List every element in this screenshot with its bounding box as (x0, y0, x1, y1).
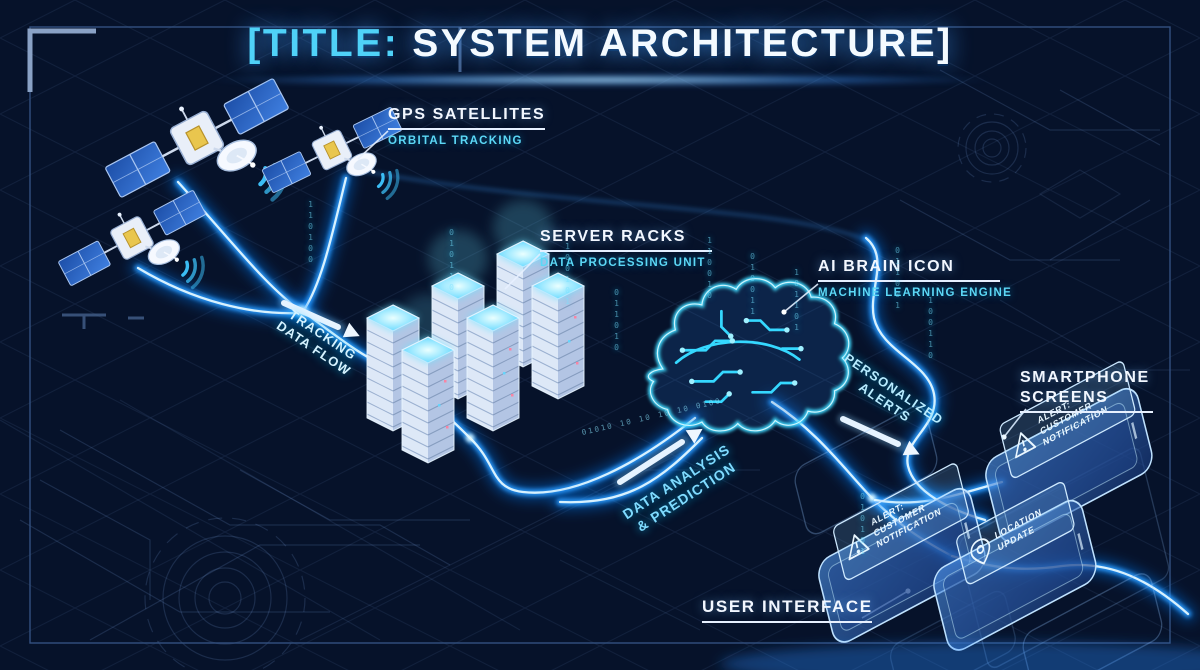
title-prefix: [TITLE: (247, 22, 400, 65)
diagram-title: [TITLE: SYSTEM ARCHITECTURE] (0, 22, 1200, 66)
title-main: SYSTEM ARCHITECTURE] (412, 22, 953, 65)
alerts-arrow-icon (840, 416, 920, 456)
callout-smartphone: SMARTPHONE SCREENS (1020, 369, 1153, 413)
bottom-glow (720, 642, 1200, 670)
server-racks-group (367, 200, 584, 463)
location-pin-icon (970, 538, 991, 565)
server-tower (467, 305, 519, 431)
callout-gps: GPS SATELLITES ORBITAL TRACKING (388, 106, 545, 147)
callout-gps-subtitle: ORBITAL TRACKING (388, 135, 523, 147)
callout-brain-title: AI BRAIN ICON (818, 258, 1000, 282)
binary-column: 010011 (748, 252, 757, 318)
binary-column: 100101 (563, 242, 572, 308)
binary-column: 011010 (612, 288, 621, 354)
binary-column: 010101 (858, 492, 867, 558)
callout-smartphone-line2: SCREENS (1020, 389, 1153, 413)
warning-triangle-icon (848, 534, 870, 561)
blueprint-frame (27, 26, 1171, 644)
binary-column: 010110 (447, 228, 456, 294)
callout-server-title: SERVER RACKS (540, 228, 712, 252)
callout-server-subtitle: DATA PROCESSING UNIT (540, 257, 706, 269)
binary-column: 110010 (705, 236, 714, 302)
ai-brain-icon (646, 276, 852, 434)
title-glow-bar (210, 74, 990, 86)
warning-triangle-icon (1015, 432, 1037, 459)
blueprint-decorations (0, 69, 1190, 670)
binary-column: 011001 (893, 246, 902, 312)
phone-alert-left: ALERT: CUSTOMER NOTIFICATION (818, 463, 986, 643)
binary-column: 110100 (306, 200, 315, 266)
smartphones-group: ALERT: CUSTOMER NOTIFICATION ALERT: CUST… (818, 361, 1153, 651)
callout-user-interface: USER INTERFACE (702, 597, 872, 623)
callout-brain: AI BRAIN ICON MACHINE LEARNING ENGINE (818, 258, 1012, 299)
analysis-arrow-icon (617, 428, 703, 485)
brain-circuit-traces (674, 309, 803, 404)
callout-smartphone-line1: SMARTPHONE (1020, 369, 1150, 386)
phone-location: LOCATION UPDATE (933, 481, 1097, 651)
callout-brain-subtitle: MACHINE LEARNING ENGINE (818, 287, 1013, 299)
brain-circuit-nodes (679, 317, 804, 397)
callout-ui-title: USER INTERFACE (702, 597, 872, 623)
binary-column: 100110 (926, 296, 935, 362)
flow-arrows-core (281, 300, 920, 485)
server-tower (402, 337, 454, 463)
server-tower (532, 273, 584, 399)
callout-server: SERVER RACKS DATA PROCESSING UNIT (540, 228, 712, 269)
binary-column: 101101 (792, 268, 801, 334)
callout-gps-title: GPS SATELLITES (388, 106, 545, 130)
tracking-arrow-icon (281, 300, 360, 338)
